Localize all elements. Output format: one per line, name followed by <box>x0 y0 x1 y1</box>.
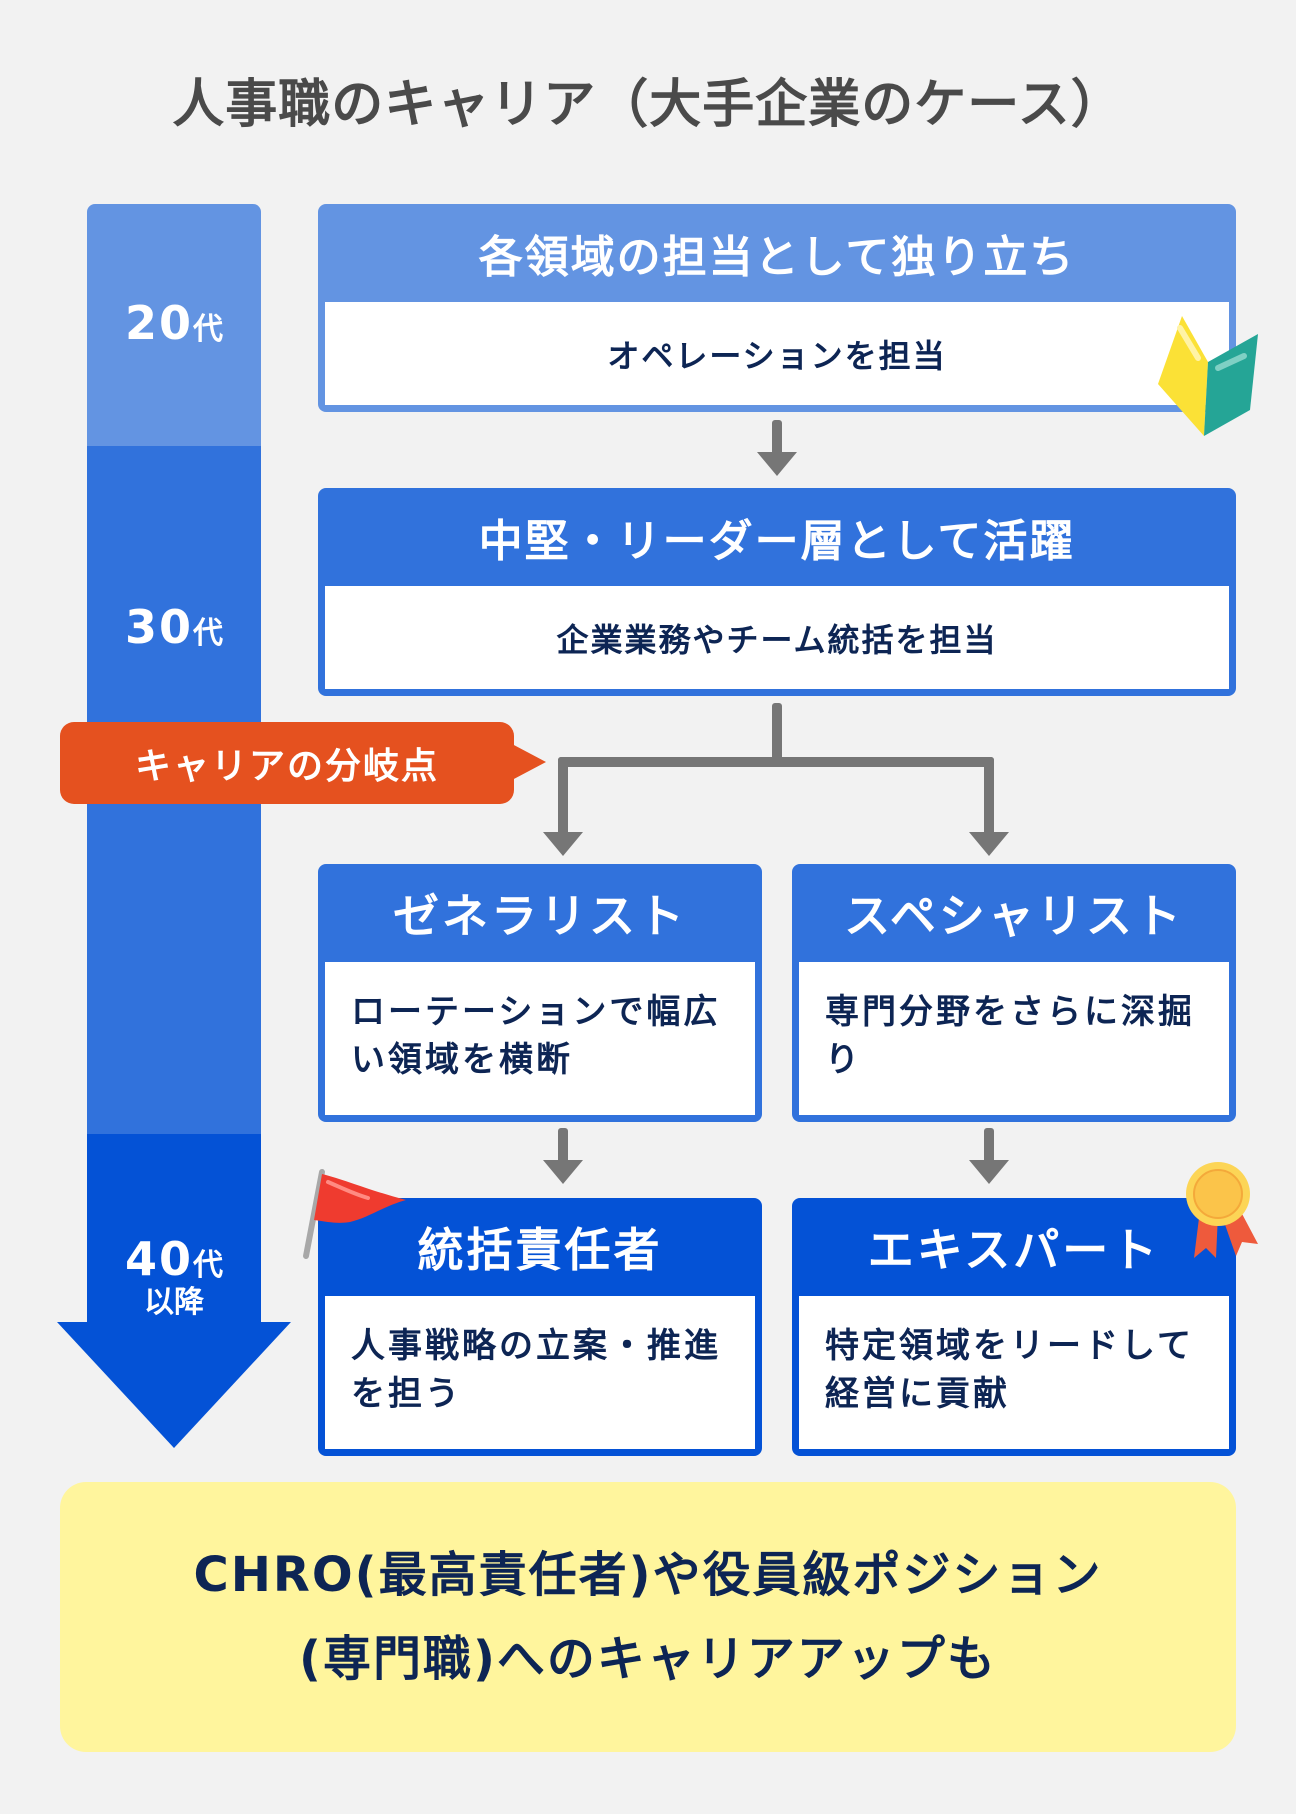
callout-line1: CHRO(最高責任者)や役員級ポジション <box>193 1547 1103 1603</box>
page-title: 人事職のキャリア（大手企業のケース） <box>172 75 1124 135</box>
arrow-down-icon <box>543 832 583 856</box>
connector-line <box>772 420 782 456</box>
arrow-down-icon <box>543 1160 583 1184</box>
branch-right-line <box>984 757 994 837</box>
stage2-body: 企業業務やチーム統括を担当 <box>325 586 1229 689</box>
branch-stem-line <box>772 703 782 761</box>
specialist-heading: スペシャリスト <box>844 889 1184 943</box>
generalist-box: ゼネラリスト ローテーションで幅広い領域を横断 <box>318 864 762 1122</box>
branch-left-line <box>558 757 568 837</box>
stage1-heading: 各領域の担当として独り立ち <box>478 232 1076 283</box>
timeline-label-20s: 20代 <box>124 296 223 350</box>
generalist-heading: ゼネラリスト <box>393 889 687 943</box>
connector-line <box>558 1128 568 1164</box>
stage2-heading: 中堅・リーダー層として活躍 <box>478 516 1076 567</box>
expert-box: エキスパート 特定領域をリードして経営に貢献 <box>792 1198 1236 1456</box>
expert-heading: エキスパート <box>867 1223 1161 1277</box>
career-up-callout: CHRO(最高責任者)や役員級ポジション (専門職)へのキャリアアップも <box>60 1482 1236 1752</box>
timeline-label-30s: 30代 <box>124 600 223 654</box>
timeline-label-40s: 40代 以降 <box>124 1232 223 1320</box>
callout-line2: (専門職)へのキャリアアップも <box>299 1631 997 1687</box>
manager-heading: 統括責任者 <box>417 1223 663 1277</box>
arrow-down-icon <box>969 832 1009 856</box>
branch-point-badge: キャリアの分岐点 <box>60 722 514 804</box>
timeline-segment-40s <box>87 1134 261 1324</box>
timeline-segment-20s <box>87 204 261 446</box>
medal-icon <box>1186 1162 1258 1258</box>
expert-body: 特定領域をリードして経営に貢献 <box>799 1296 1229 1449</box>
manager-box: 統括責任者 人事戦略の立案・推進を担う <box>318 1198 762 1456</box>
branch-horizontal-line <box>558 757 994 767</box>
badge-pointer <box>512 744 546 780</box>
generalist-body: ローテーションで幅広い領域を横断 <box>325 962 755 1115</box>
stage1-body: オペレーションを担当 <box>325 302 1229 405</box>
stage2-box: 中堅・リーダー層として活躍 企業業務やチーム統括を担当 <box>318 488 1236 696</box>
manager-body: 人事戦略の立案・推進を担う <box>325 1296 755 1449</box>
timeline-arrowhead <box>57 1322 291 1448</box>
arrow-down-icon <box>969 1160 1009 1184</box>
specialist-body: 専門分野をさらに深掘り <box>799 962 1229 1115</box>
arrow-down-icon <box>757 452 797 476</box>
beginner-mark-icon <box>1158 316 1258 436</box>
stage1-box: 各領域の担当として独り立ち オペレーションを担当 <box>318 204 1236 412</box>
connector-line <box>984 1128 994 1164</box>
flag-icon <box>303 1169 406 1259</box>
specialist-box: スペシャリスト 専門分野をさらに深掘り <box>792 864 1236 1122</box>
